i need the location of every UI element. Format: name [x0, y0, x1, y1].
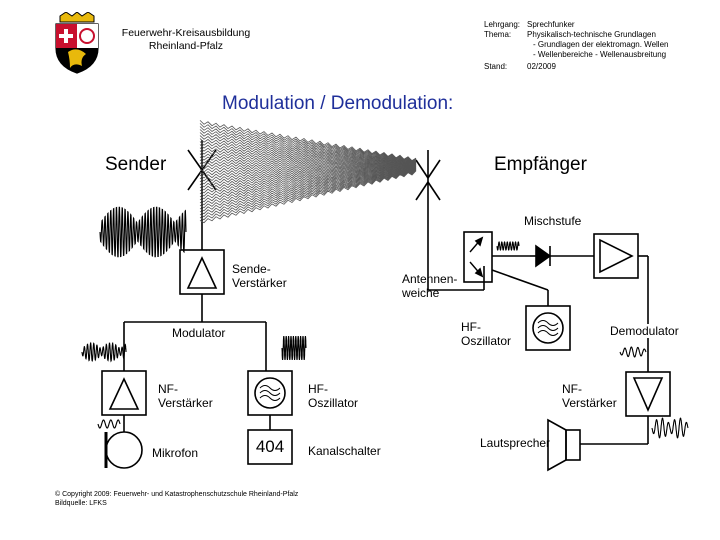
label-antennenweiche-1: Antennen- — [402, 272, 458, 286]
label-mischstufe: Mischstufe — [524, 214, 582, 228]
org-line-1: Feuerwehr-Kreisausbildung — [121, 27, 251, 39]
demodulator-waveform — [619, 346, 647, 358]
label-hf-oszillator-tx-1: HF- — [308, 382, 328, 396]
stand-value: 02/2009 — [527, 62, 556, 71]
funkwelle-pattern — [199, 120, 417, 224]
stand-label: Stand: — [484, 62, 508, 71]
label-sendeverstaerker-1: Sende- — [232, 262, 271, 276]
thema-line-1: Physikalisch-technische Grundlagen — [527, 30, 656, 39]
label-nf-verstaerker-rx-1: NF- — [562, 382, 582, 396]
label-demodulator: Demodulator — [610, 324, 679, 338]
diode-icon — [535, 244, 552, 268]
label-sendeverstaerker-2: Verstärker — [232, 276, 287, 290]
kanalschalter-block — [247, 429, 293, 465]
label-empfaenger: Empfänger — [494, 154, 587, 175]
page-title: Modulation / Demodulation: — [222, 93, 454, 114]
sendesignal-waveform — [99, 206, 187, 258]
mischstufe-block — [463, 231, 493, 283]
amplifier-icon — [108, 377, 140, 410]
label-modulator: Modulator — [172, 326, 226, 340]
channel-display: 404 — [255, 437, 285, 456]
label-antennenweiche-2: weiche — [402, 286, 440, 300]
org-line-2: Rheinland-Pfalz — [148, 40, 224, 52]
hf-tx-waveform — [281, 335, 307, 361]
mischstufe-waveform — [496, 241, 520, 251]
label-nf-verstaerker-rx-2: Verstärker — [562, 396, 617, 410]
label-lautsprecher: Lautsprecher — [480, 436, 551, 450]
label-hf-oszillator-tx-2: Oszillator — [308, 396, 359, 410]
label-nf-verstaerker-tx-2: Verstärker — [158, 396, 213, 410]
label-hf-oszillator-rx-2: Oszillator — [461, 334, 512, 348]
lehrgang-label: Lehrgang: — [484, 20, 521, 29]
modulator-waveform — [81, 341, 127, 363]
footer-bildquelle: Bildquelle: LFKS — [55, 500, 107, 507]
amplifier-icon — [632, 377, 664, 412]
label-mikrofon: Mikrofon — [152, 446, 199, 460]
label-nf-verstaerker-tx-1: NF- — [158, 382, 178, 396]
amplifier-icon — [186, 256, 218, 289]
nf-tx-waveform — [97, 419, 121, 429]
lautsprecher-icon — [565, 429, 581, 461]
lehrgang-value: Sprechfunker — [527, 20, 575, 29]
thema-line-2: - Grundlagen der elektromagn. Wellen — [533, 40, 669, 49]
thema-label: Thema: — [484, 30, 512, 39]
footer-copyright: © Copyright 2009: Feuerwehr- und Katastr… — [55, 491, 299, 498]
mikrofon-icon — [105, 431, 143, 469]
label-kanalschalter: Kanalschalter — [308, 444, 381, 458]
empfaenger-antenna — [415, 150, 441, 290]
label-sender: Sender — [105, 154, 167, 175]
nf-rx-waveform — [651, 417, 689, 439]
thema-line-3: - Wellenbereiche - Wellenausbreitung — [533, 50, 667, 59]
crest-logo — [52, 11, 102, 74]
label-hf-oszillator-rx-1: HF- — [461, 320, 481, 334]
